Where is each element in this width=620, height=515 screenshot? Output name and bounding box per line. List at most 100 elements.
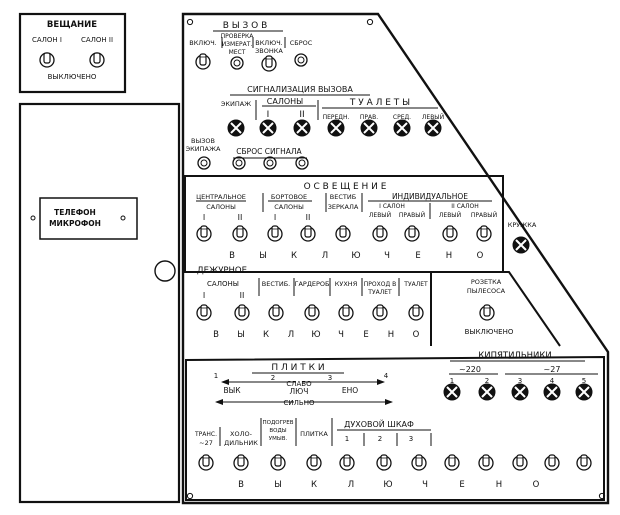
fridge-switch[interactable] <box>233 454 249 471</box>
duty-kitchen-switch[interactable] <box>338 304 354 321</box>
off-letter: В <box>213 330 219 340</box>
boilers-title: КИПЯТИЛЬНИКИ <box>478 351 552 361</box>
central-salon2-label: II <box>238 213 243 222</box>
duty-salon1-switch[interactable] <box>196 304 212 321</box>
off-letter: Е <box>459 480 464 490</box>
off-letter: Н <box>446 251 452 261</box>
broadcast-panel: ВЕЩАНИЕ САЛОН I САЛОН II ВЫКЛЮЧЕНО <box>18 12 127 94</box>
bell-enable-switch[interactable] <box>261 55 277 72</box>
vacuum-label-1: РОЗЕТКА <box>471 278 502 286</box>
oven-3-switch[interactable] <box>411 454 427 471</box>
duty-toilet-switch[interactable] <box>408 304 424 321</box>
boiler-lamp-2 <box>478 383 496 401</box>
boiler-4-switch[interactable] <box>544 454 560 471</box>
bottom-labels: ТРАНС. ~27 ХОЛО- ДИЛЬНИК ПОДОГРЕВ ВОДЫ У… <box>194 418 432 447</box>
central-salon1-switch[interactable] <box>196 225 212 242</box>
crew-call-button[interactable] <box>197 156 211 170</box>
duty-salon2-label: II <box>240 291 245 300</box>
central-salon2-switch[interactable] <box>232 225 248 242</box>
boiler-3-switch[interactable] <box>512 454 528 471</box>
broadcast-title: ВЕЩАНИЕ <box>47 20 97 30</box>
lighting-box <box>184 175 504 273</box>
call-reset-button[interactable] <box>294 53 308 67</box>
side-salon1-label: I <box>274 213 276 222</box>
broadcast-salon2-switch[interactable] <box>89 52 105 68</box>
off-letter: Н <box>388 330 394 340</box>
duty-salon2-switch[interactable] <box>234 304 250 321</box>
vestib-mirror-switch[interactable] <box>335 225 351 242</box>
hotplate-strong-label: СИЛЬНО <box>284 399 315 407</box>
vacuum-socket-switch[interactable] <box>479 304 495 321</box>
boiler-lamp-3 <box>511 383 529 401</box>
bell-enable-label-1: ВКЛЮЧ. <box>255 39 283 47</box>
seat-check-label-2: ИЗМЕРАТ. <box>222 41 253 48</box>
off-letter: Ч <box>422 480 428 490</box>
water-heat-switch[interactable] <box>270 454 286 471</box>
toilet-right-lamp <box>360 119 378 137</box>
oven-2-switch[interactable] <box>376 454 392 471</box>
broadcast-salon1-switch[interactable] <box>39 52 55 68</box>
boiler-lamp-1 <box>443 383 461 401</box>
off-letter: В <box>238 480 244 490</box>
duty-section: ДЕЖУРНОЕ САЛОНЫ I II ВЕСТИБ. ГАРДЕРОБ КУ… <box>197 266 428 300</box>
seat-check-button[interactable] <box>230 56 244 70</box>
ind-salon1-right-switch[interactable] <box>404 225 420 242</box>
reset-signal-button-2[interactable] <box>263 156 277 170</box>
vestib-mirror-label-1: ВЕСТИБ <box>330 193 356 201</box>
off-letter: Ы <box>237 330 245 340</box>
plate-switch[interactable] <box>306 454 322 471</box>
toilet-middle-lamp <box>393 119 411 137</box>
toilet-middle-label: СРЕД. <box>393 114 411 121</box>
toilet-front-label: ПЕРЕДН. <box>323 114 350 121</box>
crew-label: ЭКИПАЖ <box>221 100 251 108</box>
duty-vestib-switch[interactable] <box>268 304 284 321</box>
crew-call-label-1: ВЫЗОВ <box>191 137 215 145</box>
side-salon2-label: II <box>306 213 311 222</box>
mug-label: КРУЖКА <box>508 221 537 229</box>
off-letter: О <box>477 251 484 261</box>
ind-salon2-left-label: ЛЕВЫЙ <box>439 212 461 219</box>
boiler-2-switch[interactable] <box>478 454 494 471</box>
fridge-label-2: ДИЛЬНИК <box>224 439 258 447</box>
duty-wardrobe-switch[interactable] <box>304 304 320 321</box>
central-salon1-label: I <box>203 213 205 222</box>
trans-switch[interactable] <box>198 454 214 471</box>
off-letter: О <box>413 330 420 340</box>
call-enable-switch[interactable] <box>195 53 211 70</box>
off-letter: Л <box>288 330 294 340</box>
oven-1-switch[interactable] <box>339 454 355 471</box>
duty-vestib-label: ВЕСТИБ. <box>262 280 290 288</box>
crew-call-section: ВЫЗОВ ЭКИПАЖА СБРОС СИГНАЛА <box>186 137 307 159</box>
ind-salon1-left-switch[interactable] <box>372 225 388 242</box>
side-salon1-switch[interactable] <box>267 225 283 242</box>
signal-salon1-label: I <box>267 110 270 120</box>
duty-passage-switch[interactable] <box>372 304 388 321</box>
crew-call-label-2: ЭКИПАЖА <box>186 145 221 153</box>
ind-salon2-right-switch[interactable] <box>476 225 492 242</box>
hotplates-section: П Л И Т К И 1 2 3 4 СЛАБО ВЫК ЛЮЧ ЕНО СИ… <box>214 363 393 407</box>
microphone-label: МИКРОФОН <box>49 219 101 228</box>
ind-salon1-left-label: ЛЕВЫЙ <box>369 212 391 219</box>
boiler-5-switch[interactable] <box>576 454 592 471</box>
call-signal-section: СИГНАЛИЗАЦИЯ ВЫЗОВА ЭКИПАЖ САЛОНЫ I II Т… <box>221 85 444 121</box>
duty-passage-label-2: ТУАЛЕТ <box>367 289 392 296</box>
boilers-27-label: ~27 <box>544 365 561 374</box>
duty-passage-label-1: ПРОХОД В <box>364 281 396 288</box>
water-heat-label-2: ВОДЫ <box>269 428 286 434</box>
side-salon2-switch[interactable] <box>300 225 316 242</box>
trans-label-2: ~27 <box>199 439 213 447</box>
reset-signal-button-1[interactable] <box>232 156 246 170</box>
broadcast-salon1-label: САЛОН I <box>32 36 62 44</box>
off-letter: К <box>311 480 317 490</box>
oven-num-1: 1 <box>345 435 349 443</box>
phone-jack[interactable] <box>154 260 176 282</box>
ind-salon2-left-switch[interactable] <box>442 225 458 242</box>
fridge-label-1: ХОЛО- <box>230 430 253 438</box>
boiler-1-switch[interactable] <box>444 454 460 471</box>
boiler-num-5: 5 <box>582 377 586 385</box>
reset-signal-button-3[interactable] <box>295 156 309 170</box>
ind-salon2-label: II САЛОН <box>451 203 479 210</box>
side-label: БОРТОВОЕ <box>271 193 307 201</box>
boiler-lamp-4 <box>543 383 561 401</box>
bell-enable-label-2: ЗВОНКА <box>255 47 283 55</box>
